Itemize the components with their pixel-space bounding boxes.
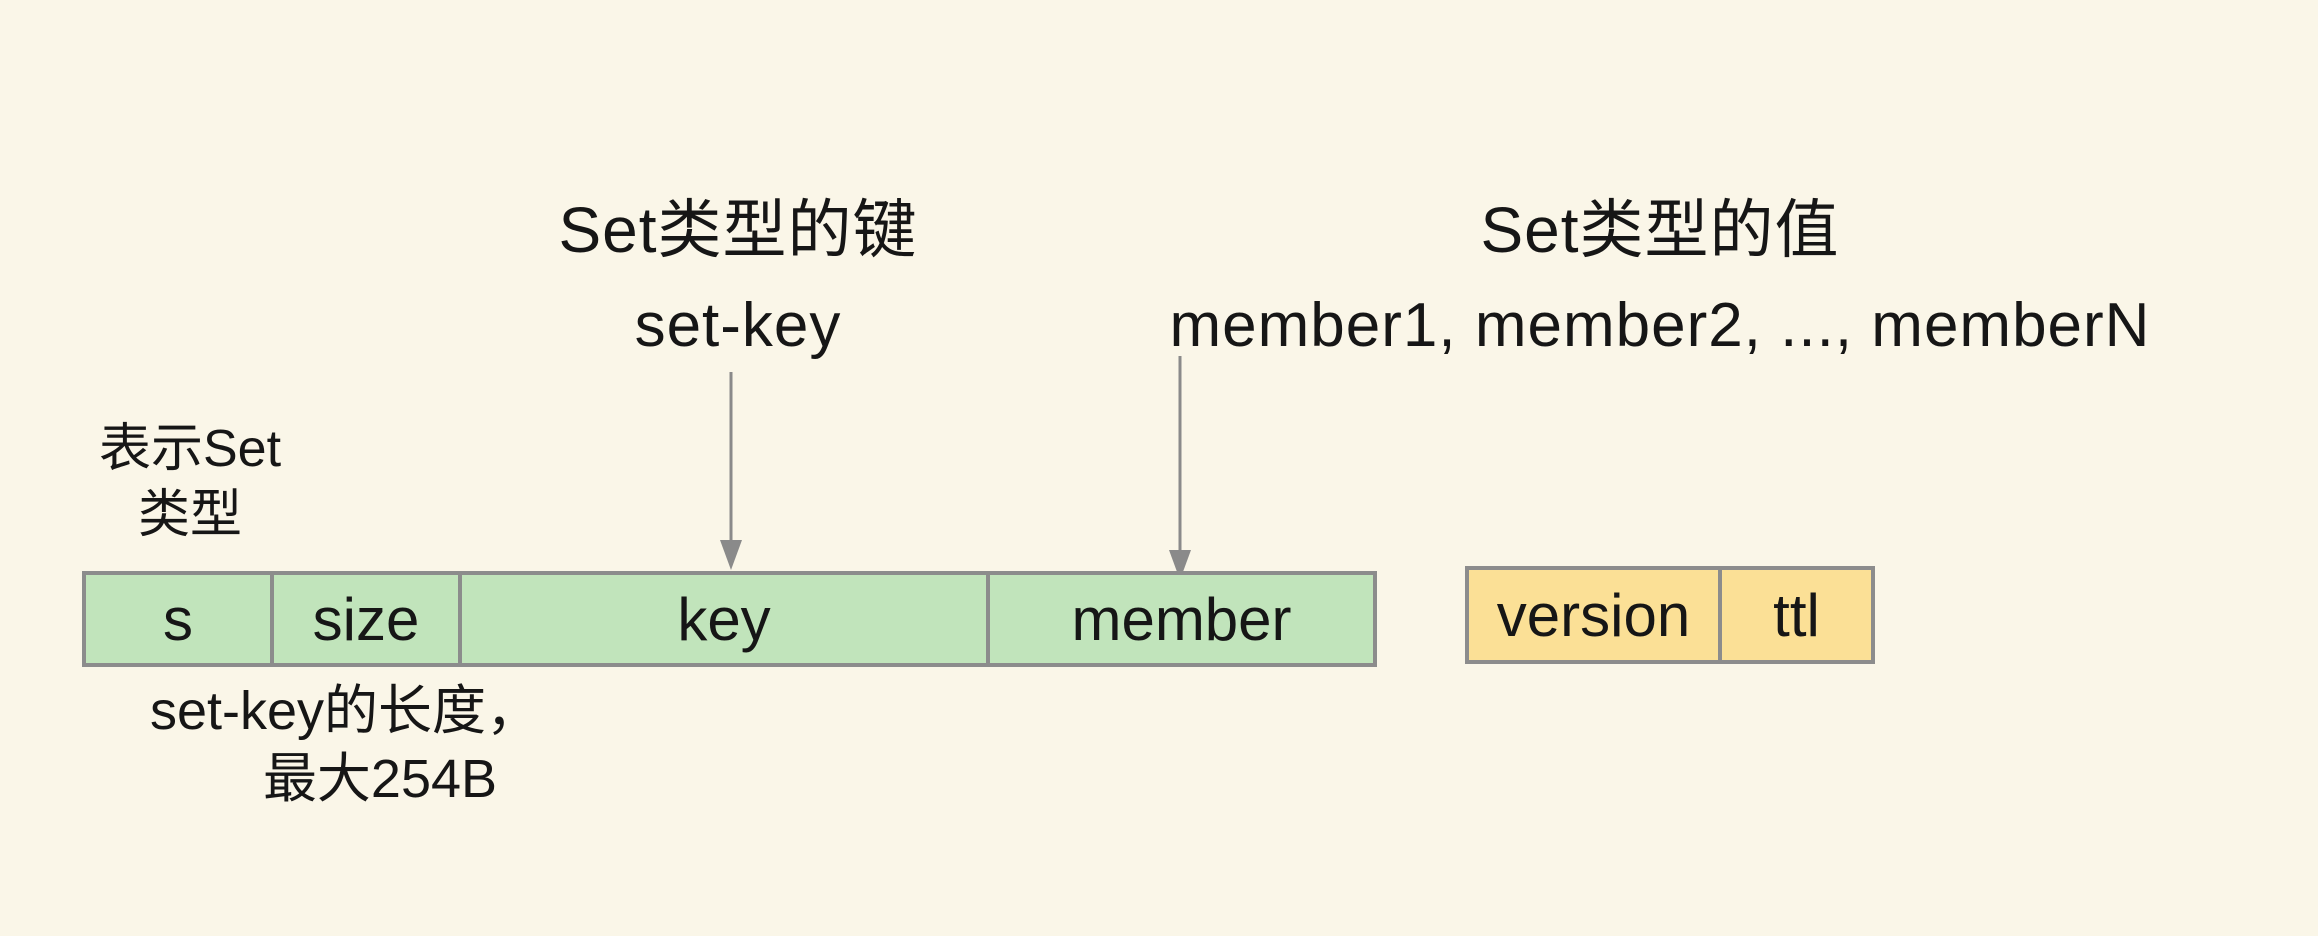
arrow-head: [720, 540, 742, 570]
field-cell-size: size: [274, 575, 462, 663]
meta-field-row: version ttl: [1465, 566, 1875, 664]
set-key-heading-value: set-key: [634, 291, 842, 360]
key-length-annotation-line1: set-key的长度，: [149, 681, 541, 741]
type-flag-annotation-line2: 类型: [137, 486, 242, 544]
set-value-heading-title: Set类型的值: [1480, 194, 1840, 266]
arrow-head: [1169, 550, 1191, 580]
set-key-field-row: s size key member: [82, 571, 1377, 667]
down-arrow-icon: [1169, 356, 1191, 580]
set-value-heading: Set类型的值 member1, member2, ..., memberN: [1020, 190, 2300, 366]
field-cell-key: key: [462, 575, 990, 663]
field-cell-version: version: [1469, 570, 1722, 660]
set-key-heading: Set类型的键 set-key: [338, 190, 1138, 366]
field-cell-member: member: [1071, 585, 1292, 653]
set-value-heading-value: member1, member2, ..., memberN: [1169, 291, 2151, 360]
set-key-heading-title: Set类型的键: [558, 194, 918, 266]
key-length-annotation-line2: 最大254B: [262, 749, 498, 809]
field-cell-ttl: ttl: [1773, 581, 1820, 649]
down-arrow-icon: [720, 372, 742, 570]
field-cell-type-flag: s: [86, 575, 274, 663]
type-flag-annotation-line1: 表示Set: [98, 420, 282, 478]
type-flag-annotation: 表示Set 类型: [30, 416, 350, 548]
